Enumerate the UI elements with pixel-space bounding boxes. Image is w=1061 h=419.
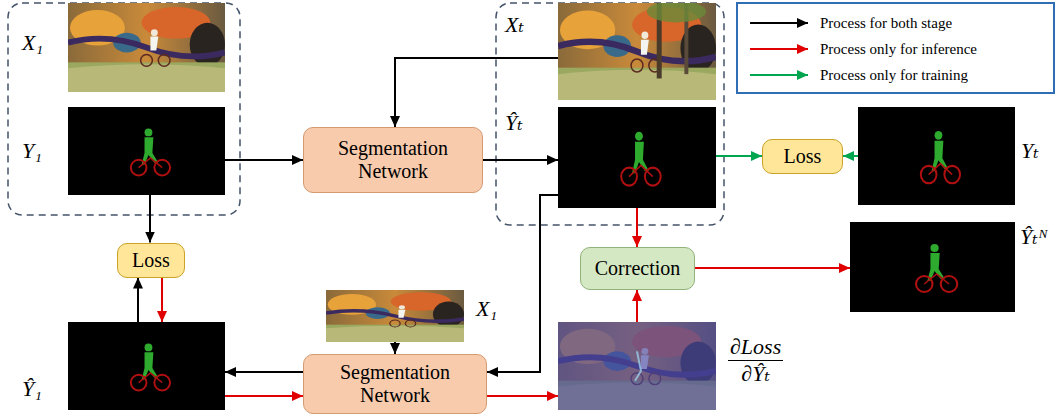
loss-box: Loss bbox=[762, 139, 843, 174]
box-label: Correction bbox=[595, 257, 681, 280]
panel-label-holder: Y₁ bbox=[22, 138, 42, 164]
box-label: Segmentation Network bbox=[320, 361, 470, 407]
image-panel: Yₜ bbox=[858, 107, 1015, 205]
panel-label: Y₁ bbox=[22, 138, 42, 164]
mask-image bbox=[68, 107, 225, 195]
flow-arrow bbox=[149, 195, 151, 243]
group-outline bbox=[8, 3, 240, 215]
box-label: Loss bbox=[132, 249, 170, 272]
image-panel: ∂Loss∂Ŷₜ bbox=[558, 322, 716, 410]
panel-label: Ŷ₁ bbox=[22, 376, 42, 402]
mask-image bbox=[850, 222, 1015, 312]
image-panel: Ŷₜ bbox=[558, 107, 716, 208]
mask-image bbox=[68, 322, 225, 410]
panel-label-holder: Ŷₜ bbox=[505, 110, 523, 136]
legend-text: Process for both stage bbox=[820, 15, 952, 32]
legend-arrow bbox=[748, 17, 810, 29]
flow-arrow bbox=[843, 155, 858, 157]
image-panel: Xₜ bbox=[558, 3, 716, 100]
legend-text: Process only for training bbox=[820, 67, 968, 84]
panel-label: X₁ bbox=[22, 30, 43, 56]
image-panel: X₁ bbox=[326, 290, 464, 342]
flow-arrow bbox=[395, 58, 558, 127]
flow-arrow bbox=[137, 278, 139, 323]
flow-arrow bbox=[636, 208, 638, 247]
box-label: Loss bbox=[784, 145, 822, 168]
panel-label: Ŷₜ bbox=[505, 110, 523, 136]
legend-arrow-line bbox=[750, 74, 808, 76]
panel-label-holder: Ŷₜᴺ bbox=[1020, 224, 1048, 250]
legend-arrow-line bbox=[750, 22, 808, 24]
panel-label: Yₜ bbox=[1021, 138, 1039, 164]
flow-arrow bbox=[636, 290, 638, 322]
mask-image bbox=[558, 107, 716, 208]
panel-label: Xₜ bbox=[505, 12, 524, 38]
panel-label-holder: Xₜ bbox=[505, 12, 524, 38]
flow-arrow bbox=[161, 278, 163, 323]
mask-image bbox=[858, 107, 1015, 205]
legend-arrow-line bbox=[750, 48, 808, 50]
legend-row: Process only for inference bbox=[748, 36, 1043, 62]
flow-arrow bbox=[225, 395, 303, 397]
flow-arrow bbox=[695, 267, 850, 269]
legend-arrow bbox=[748, 43, 810, 55]
image-panel: Ŷₜᴺ bbox=[850, 222, 1015, 312]
fraction-part: ∂Ŷₜ bbox=[741, 361, 770, 387]
frame-image bbox=[326, 290, 464, 342]
image-panel: Ŷ₁ bbox=[68, 322, 225, 410]
frame-image bbox=[558, 1, 716, 100]
correction-box: Correction bbox=[580, 247, 695, 290]
flow-arrow bbox=[483, 159, 558, 161]
flow-arrow bbox=[716, 155, 762, 157]
box-label: Segmentation Network bbox=[318, 137, 468, 183]
image-panel: X₁ bbox=[68, 3, 225, 92]
fraction-label: ∂Loss∂Ŷₜ bbox=[728, 334, 783, 388]
legend-row: Process only for training bbox=[748, 62, 1043, 88]
legend-row: Process for both stage bbox=[748, 10, 1043, 36]
panel-label-holder: X₁ bbox=[22, 30, 43, 56]
panel-label-holder: X₁ bbox=[476, 296, 497, 322]
fraction-part: ∂Loss bbox=[728, 334, 783, 361]
loss-box: Loss bbox=[117, 243, 185, 278]
panel-label-holder: Yₜ bbox=[1021, 138, 1039, 164]
panel-label: X₁ bbox=[476, 296, 497, 322]
flow-arrow bbox=[487, 395, 558, 397]
network-box: Segmentation Network bbox=[303, 354, 487, 414]
flow-arrow bbox=[225, 371, 303, 373]
panel-label-holder: Ŷ₁ bbox=[22, 376, 42, 402]
legend-arrow bbox=[748, 69, 810, 81]
legend-text: Process only for inference bbox=[820, 41, 977, 58]
panel-label: Ŷₜᴺ bbox=[1020, 224, 1048, 250]
flow-arrow bbox=[394, 342, 396, 354]
image-panel: Y₁ bbox=[68, 107, 225, 195]
network-box: Segmentation Network bbox=[303, 127, 483, 193]
flow-arrow bbox=[487, 195, 558, 372]
flow-arrow bbox=[225, 159, 303, 161]
gradient-image bbox=[558, 322, 716, 410]
legend: Process for both stageProcess only for i… bbox=[736, 2, 1055, 94]
frame-image bbox=[68, 3, 225, 92]
